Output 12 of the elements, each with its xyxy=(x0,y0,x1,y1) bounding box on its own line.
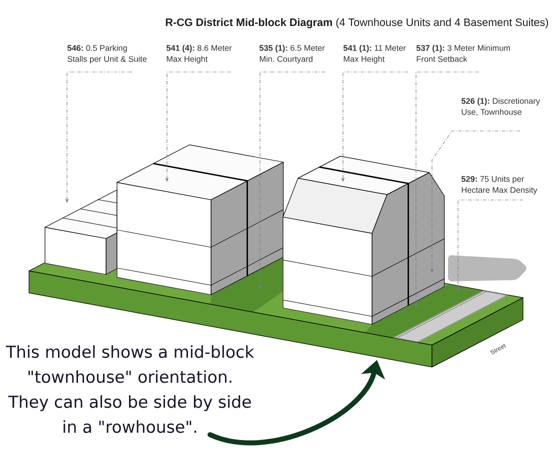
townhouse-block xyxy=(116,144,284,296)
callout-text: 546: 0.5 Parking Stalls per Unit & Suite xyxy=(67,44,147,64)
callout-text: 526 (1): Discretionary Use, Townhouse xyxy=(461,98,540,116)
caption-text: This model shows a mid-block "townhouse" orientation. They can also be side by side in a "rowhouse". xyxy=(6,345,254,433)
title: R-CG District Mid-block Diagram (4 Townhouse Units and 4 Basement Suites) xyxy=(166,18,548,28)
callout-text: 541 (1): 11 Meter Max Height xyxy=(343,44,406,64)
callout-text: 529: 75 Units per Hectare Max Density xyxy=(461,176,538,194)
callout-text: 535 (1): 6.5 Meter Min. Courtyard xyxy=(259,44,325,64)
callout-text: 541 (4): 8.6 Meter Max Height xyxy=(166,44,232,64)
garage-block xyxy=(44,190,118,275)
townhouse-block xyxy=(282,156,445,325)
callout-text: 537 (1): 3 Meter Minimum Front Setback xyxy=(416,44,510,62)
